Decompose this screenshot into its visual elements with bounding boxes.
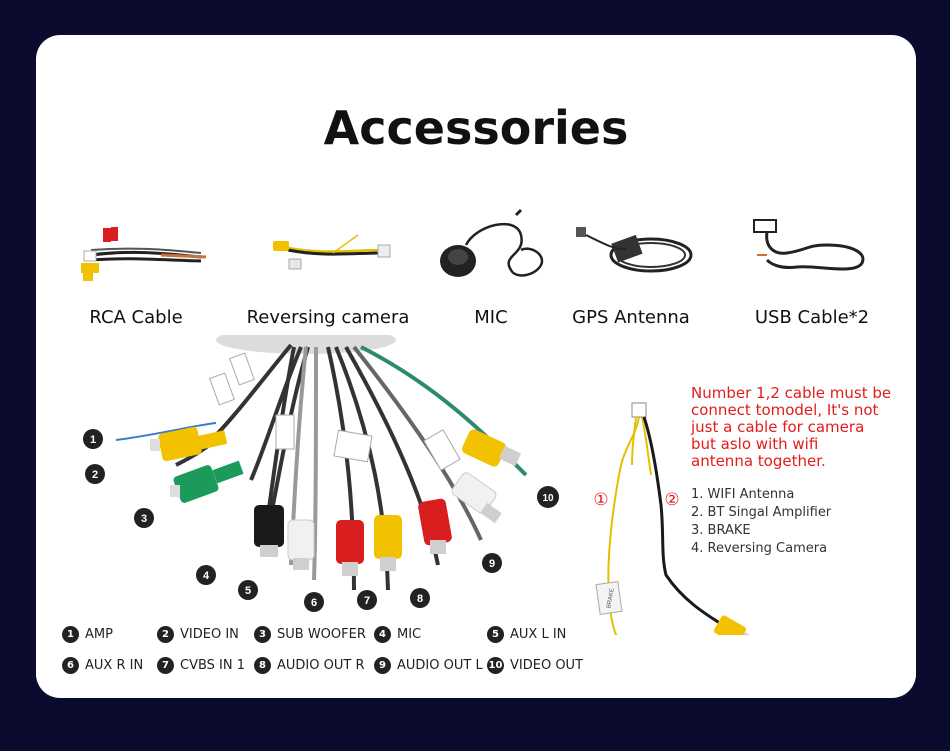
legend-item: 4 MIC <box>374 624 421 644</box>
accessory-rca-cable: RCA Cable <box>51 205 221 335</box>
cable-number: 9 <box>489 558 495 570</box>
note-item: 4. Reversing Camera <box>691 541 828 556</box>
accessory-gps-antenna: GPS Antenna <box>546 205 716 335</box>
legend-number: 8 <box>254 656 271 674</box>
accessory-label: GPS Antenna <box>572 307 690 328</box>
legend-item: 10 VIDEO OUT <box>487 655 583 675</box>
legend-number: 10 <box>487 656 504 674</box>
legend-item: 9 AUDIO OUT L <box>374 655 483 675</box>
legend-number: 6 <box>62 656 79 674</box>
legend-number: 2 <box>157 625 174 643</box>
legend-item: 5 AUX L IN <box>487 624 566 644</box>
legend-number: 7 <box>157 656 174 674</box>
usb-cable-icon <box>753 219 865 271</box>
accessory-label: RCA Cable <box>89 307 183 328</box>
legend-label: AUX R IN <box>85 657 144 673</box>
legend-number: 5 <box>487 625 504 643</box>
note-item: 2. BT Singal Amplifier <box>691 505 832 520</box>
cable-number: 6 <box>311 597 317 609</box>
cable-harness-diagram: 1 2 3 4 5 6 7 8 <box>83 335 759 635</box>
harness-notes: 1. WIFI Antenna 2. BT Singal Amplifier 3… <box>691 486 831 558</box>
cable-number: 7 <box>364 595 370 607</box>
note-item: 1. WIFI Antenna <box>691 487 795 502</box>
legend-number: 4 <box>374 625 391 643</box>
legend-item: 2 VIDEO IN <box>157 624 239 644</box>
accessory-label: MIC <box>474 307 508 328</box>
cable-number-badge: 4 <box>196 565 216 585</box>
legend-label: SUB WOOFER <box>277 626 366 642</box>
cable-number: 10 <box>542 493 554 504</box>
callout-line: connect tomodel, It's not <box>691 401 879 419</box>
note-item: 3. BRAKE <box>691 523 751 538</box>
cable-number-badge: 6 <box>304 592 324 612</box>
cable-number-badge: 1 <box>83 429 103 449</box>
legend-item: 8 AUDIO OUT R <box>254 655 364 675</box>
brake-tag-text: BRAKE <box>606 588 615 609</box>
accessory-mic: MIC <box>406 205 576 335</box>
cable-number: 8 <box>417 593 423 605</box>
cable-number-badge: 2 <box>85 464 105 484</box>
legend-label: AUDIO OUT R <box>277 657 365 673</box>
cable-number: 5 <box>245 585 251 597</box>
callout-line: but aslo with wifi <box>691 435 819 453</box>
legend-number: 9 <box>374 656 391 674</box>
legend-label: MIC <box>397 626 422 642</box>
cable-number: 4 <box>203 570 210 582</box>
legend-label: CVBS IN 1 <box>180 657 246 673</box>
callout-line: Number 1,2 cable must be <box>691 384 892 402</box>
legend-number: 3 <box>254 625 271 643</box>
cable-number-badge: 8 <box>410 588 430 608</box>
cable-number: 2 <box>92 469 98 481</box>
microphone-icon <box>440 208 544 277</box>
legend-label: AMP <box>85 626 113 642</box>
cable-number: 1 <box>90 434 96 446</box>
legend-label: AUDIO OUT L <box>397 657 483 673</box>
gps-antenna-icon <box>576 227 693 273</box>
cable-number-badge: 10 <box>537 486 559 508</box>
accessory-usb-cable: USB Cable*2 <box>727 205 897 335</box>
accessory-label: USB Cable*2 <box>754 307 870 328</box>
cable-number-badge: 9 <box>482 553 502 573</box>
legend-label: AUX L IN <box>510 626 567 642</box>
legend-item: 6 AUX R IN <box>62 655 143 675</box>
legend-item: 3 SUB WOOFER <box>254 624 366 644</box>
legend-label: VIDEO IN <box>180 626 239 642</box>
marker-1: ① <box>593 490 608 510</box>
legend-label: VIDEO OUT <box>510 657 584 673</box>
page-title: Accessories <box>323 101 629 155</box>
marker-2: ② <box>664 490 679 510</box>
cable-number-badge: 5 <box>238 580 258 600</box>
legend-item: 7 CVBS IN 1 <box>157 655 245 675</box>
accessories-card: Accessories RCA Cable Reversing camera <box>36 35 916 698</box>
accessory-label: Reversing camera <box>246 307 410 328</box>
wifi-callout: Number 1,2 cable must be connect tomodel… <box>691 385 891 470</box>
legend-number: 1 <box>62 625 79 643</box>
cable-number-badge: 3 <box>134 508 154 528</box>
legend-item: 1 AMP <box>62 624 113 644</box>
reversing-camera-cable-icon <box>273 234 391 270</box>
accessory-reversing-camera: Reversing camera <box>243 205 413 335</box>
cable-number: 3 <box>141 513 147 525</box>
callout-line: just a cable for camera <box>691 418 865 436</box>
rca-cable-icon <box>81 227 207 281</box>
callout-line: antenna together. <box>691 452 826 470</box>
cable-number-badge: 7 <box>357 590 377 610</box>
camera-harness-diagram: BRAKE ① ② ③ ④ <box>593 402 759 635</box>
